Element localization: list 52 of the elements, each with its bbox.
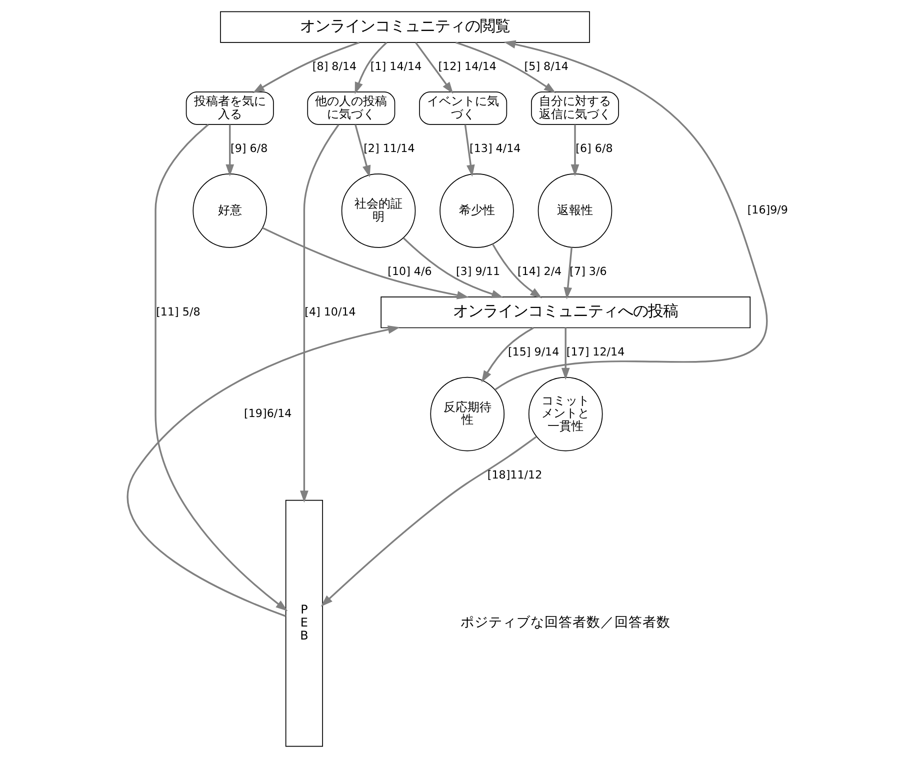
- arrow: [561, 328, 570, 380]
- node-box: オンラインコミュニティへの投稿: [380, 296, 751, 328]
- node-box: P E B: [285, 500, 323, 747]
- edge-label: [3] 9/11: [456, 265, 500, 278]
- node-circle: コミットメントと一貫性: [528, 376, 603, 452]
- node-box: オンラインコミュニティの閲覧: [220, 11, 590, 43]
- node-box: イベントに気づく: [419, 92, 508, 125]
- edge-label: [1] 14/14: [370, 60, 422, 74]
- edge-label: [8] 8/14: [312, 60, 357, 74]
- edge-label: [10] 4/6: [388, 265, 432, 278]
- arrow: [564, 247, 572, 300]
- arrow: [492, 244, 542, 298]
- edge-label: [18]11/12: [487, 468, 542, 482]
- node-circle: 反応期待性: [430, 376, 505, 452]
- node-box: 投稿者を気に入る: [186, 92, 274, 125]
- node-box: 他の人の投稿に気づく: [307, 92, 396, 125]
- node-circle: 好意: [192, 174, 268, 248]
- edge-label: [5] 8/14: [524, 60, 568, 74]
- edge-label: [13] 4/14: [470, 142, 521, 156]
- arrow: [300, 124, 340, 503]
- arrow: [414, 42, 454, 94]
- arrow: [494, 40, 768, 390]
- arrow: [320, 436, 537, 607]
- edge-label: [2] 11/14: [364, 142, 415, 156]
- arrow: [154, 124, 288, 612]
- edge-label: [12] 14/14: [438, 60, 497, 74]
- edge-label: [9] 6/8: [230, 142, 268, 156]
- edge-label: [15] 9/14: [508, 345, 560, 358]
- label: ポジティブな回答者数／回答者数: [460, 614, 671, 631]
- edge-label: [7] 3/6: [570, 265, 607, 278]
- arrow: [354, 124, 371, 178]
- arrow: [402, 237, 504, 298]
- node-box: 自分に対する返信に気づく: [531, 92, 619, 125]
- edge-label: [11] 5/8: [156, 305, 200, 318]
- node-circle: 返報性: [538, 174, 612, 248]
- arrow: [455, 42, 556, 94]
- arrow: [354, 42, 388, 94]
- node-circle: 希少性: [440, 174, 514, 248]
- edge-label: [4] 10/14: [304, 305, 356, 318]
- edge-label: [14] 2/4: [517, 265, 562, 278]
- arrow: [464, 124, 475, 177]
- arrow: [252, 42, 360, 94]
- edge-label: [6] 6/8: [576, 142, 613, 156]
- edge-label: [17] 12/14: [566, 345, 625, 358]
- edge-label: [19]6/14: [244, 406, 292, 420]
- node-circle: 社会的証明: [341, 174, 416, 248]
- arrow: [262, 227, 469, 300]
- arrow: [127, 325, 400, 617]
- edge-label: [16]9/9: [747, 204, 788, 217]
- arrow: [226, 124, 234, 176]
- arrow: [481, 327, 534, 383]
- arrow: [570, 124, 580, 176]
